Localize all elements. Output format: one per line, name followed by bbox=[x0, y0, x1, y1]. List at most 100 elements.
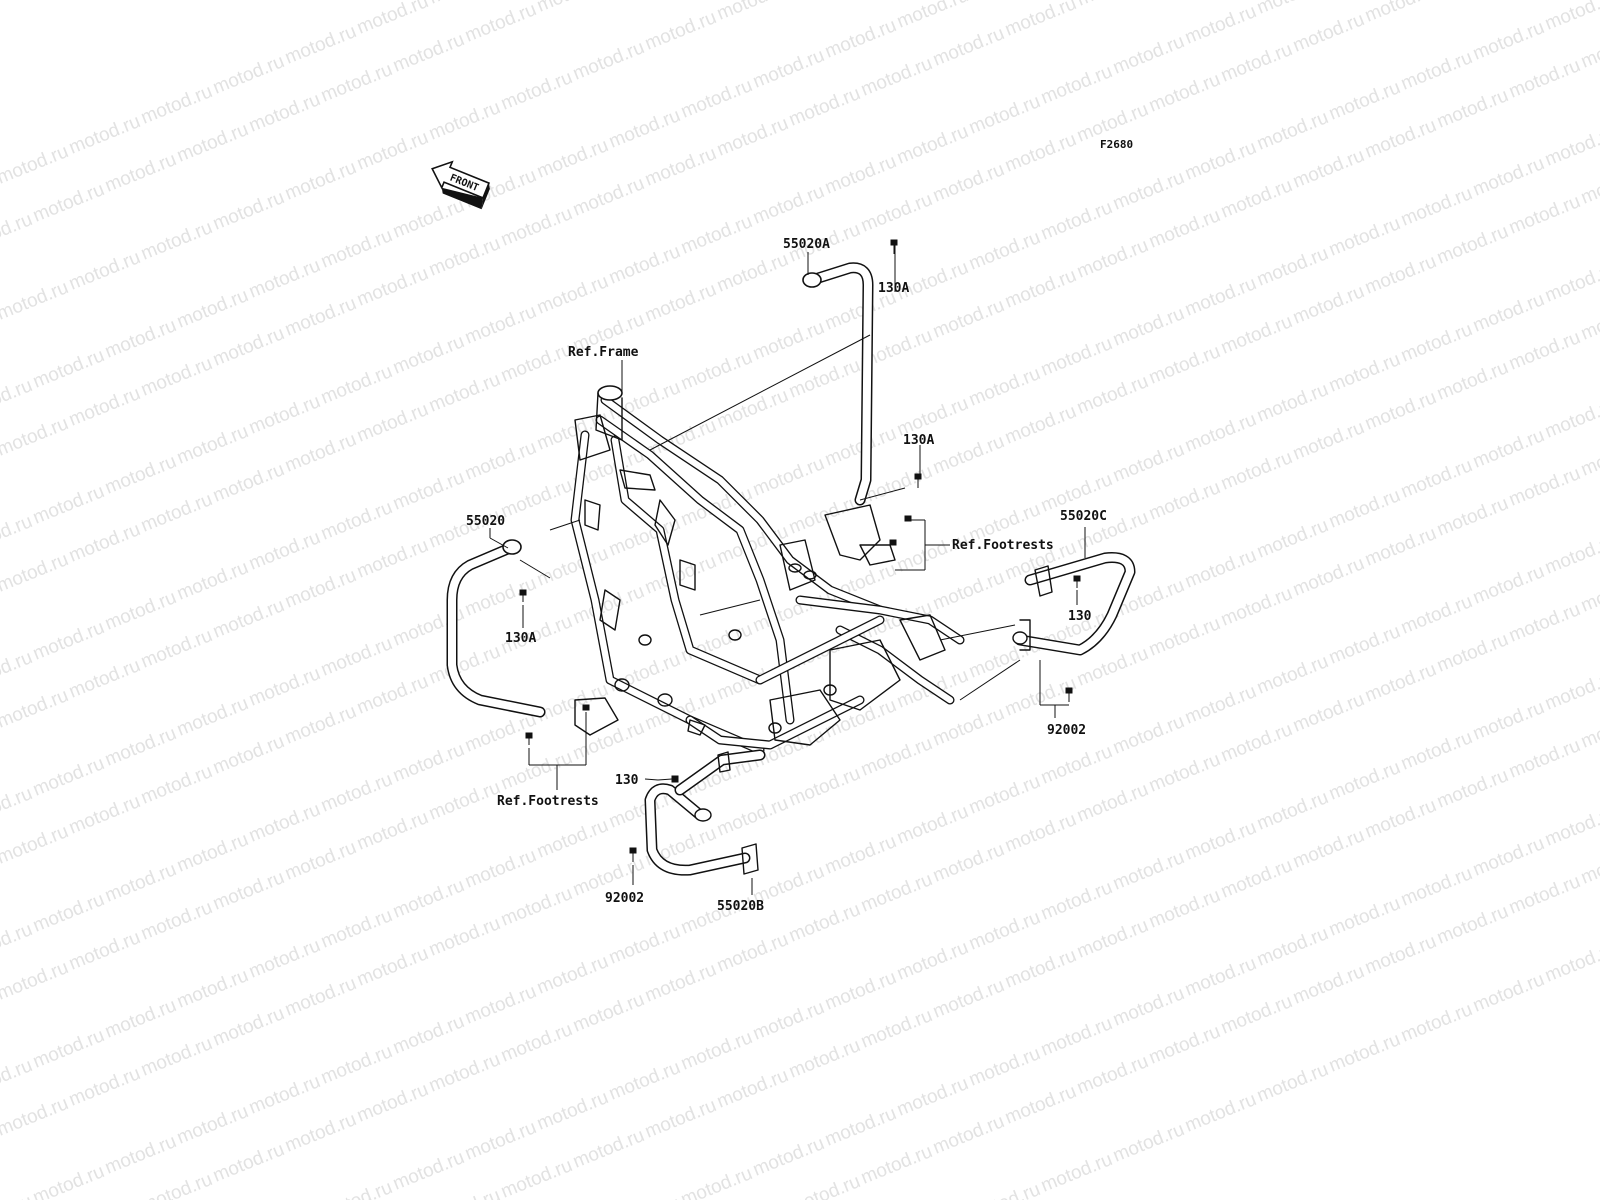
watermark-text: motod.ru bbox=[174, 421, 251, 469]
watermark-text: motod.ru bbox=[1326, 77, 1403, 125]
watermark-text: motod.ru bbox=[0, 277, 71, 325]
watermark-text: motod.ru bbox=[210, 187, 287, 235]
watermark-text: motod.ru bbox=[1182, 273, 1259, 321]
watermark-text: motod.ru bbox=[1434, 629, 1511, 677]
watermark-text: motod.ru bbox=[1578, 841, 1600, 889]
watermark-text: motod.ru bbox=[750, 1133, 827, 1181]
watermark-text: motod.ru bbox=[1398, 319, 1475, 367]
watermark-text: motod.ru bbox=[1218, 583, 1295, 631]
watermark-text: motod.ru bbox=[1578, 433, 1600, 481]
watermark-text: motod.ru bbox=[822, 15, 899, 63]
watermark-text: motod.ru bbox=[894, 121, 971, 169]
watermark-text: motod.ru bbox=[1182, 137, 1259, 185]
watermark-text: motod.ru bbox=[462, 845, 539, 893]
watermark-text: motod.ru bbox=[714, 249, 791, 297]
watermark-text: motod.ru bbox=[282, 429, 359, 477]
watermark-text: motod.ru bbox=[210, 595, 287, 643]
watermark-text: motod.ru bbox=[390, 331, 467, 379]
watermark-text: motod.ru bbox=[1362, 387, 1439, 435]
watermark-text: motod.ru bbox=[1398, 863, 1475, 911]
watermark-text: motod.ru bbox=[1542, 395, 1600, 443]
watermark-text: motod.ru bbox=[750, 181, 827, 229]
watermark-text: motod.ru bbox=[1506, 191, 1583, 239]
watermark-text: motod.ru bbox=[1146, 749, 1223, 797]
watermark-text: motod.ru bbox=[462, 573, 539, 621]
watermark-text: motod.ru bbox=[210, 731, 287, 779]
watermark-text: motod.ru bbox=[966, 771, 1043, 819]
watermark-text: motod.ru bbox=[786, 83, 863, 131]
callout-130a-left: 130A bbox=[505, 631, 536, 646]
watermark-text: motod.ru bbox=[66, 519, 143, 567]
watermark-text: motod.ru bbox=[1146, 885, 1223, 933]
watermark-text: motod.ru bbox=[246, 391, 323, 439]
watermark-text: motod.ru bbox=[282, 701, 359, 749]
watermark-text: motod.ru bbox=[714, 929, 791, 977]
watermark-text: motod.ru bbox=[246, 935, 323, 983]
watermark-text: motod.ru bbox=[426, 777, 503, 825]
watermark-text: motod.ru bbox=[174, 285, 251, 333]
watermark-text: motod.ru bbox=[30, 1161, 107, 1200]
watermark-text: motod.ru bbox=[498, 1155, 575, 1200]
watermark-text: motod.ru bbox=[30, 481, 107, 529]
watermark-text: motod.ru bbox=[102, 1131, 179, 1179]
watermark-text: motod.ru bbox=[174, 965, 251, 1013]
watermark-text: motod.ru bbox=[1290, 553, 1367, 601]
watermark-text: motod.ru bbox=[786, 763, 863, 811]
bolt-130a-top bbox=[890, 239, 898, 254]
callout-130a-mid: 130A bbox=[903, 433, 934, 448]
watermark-text: motod.ru bbox=[534, 135, 611, 183]
watermark-text: motod.ru bbox=[498, 339, 575, 387]
bolt-footrest-right bbox=[889, 515, 912, 546]
callout-130-bottom: 130 bbox=[615, 773, 639, 788]
watermark-text: motod.ru bbox=[966, 1043, 1043, 1091]
callout-ref-footrests-right: Ref.Footrests bbox=[952, 538, 1054, 553]
watermark-text: motod.ru bbox=[1578, 705, 1600, 753]
watermark-text: motod.ru bbox=[1578, 161, 1600, 209]
engine-guard-55020a bbox=[802, 262, 896, 566]
watermark-text: motod.ru bbox=[102, 995, 179, 1043]
watermark-text: motod.ru bbox=[1470, 969, 1547, 1017]
watermark-text: motod.ru bbox=[1002, 945, 1079, 993]
watermark-text: motod.ru bbox=[606, 921, 683, 969]
watermark-text: motod.ru bbox=[642, 551, 719, 599]
watermark-text: motod.ru bbox=[534, 815, 611, 863]
watermark-text: motod.ru bbox=[1110, 31, 1187, 79]
watermark-text: motod.ru bbox=[390, 467, 467, 515]
watermark-text: motod.ru bbox=[138, 81, 215, 129]
watermark-text: motod.ru bbox=[1110, 847, 1187, 895]
watermark-text: motod.ru bbox=[678, 1163, 755, 1200]
watermark-text: motod.ru bbox=[210, 1003, 287, 1051]
watermark-text: motod.ru bbox=[138, 625, 215, 673]
bolt-130-right bbox=[1073, 575, 1081, 588]
watermark-text: motod.ru bbox=[282, 837, 359, 885]
watermark-text: motod.ru bbox=[66, 791, 143, 839]
watermark-text: motod.ru bbox=[1110, 303, 1187, 351]
watermark-text: motod.ru bbox=[102, 451, 179, 499]
watermark-text: motod.ru bbox=[354, 127, 431, 175]
watermark-text: motod.ru bbox=[1542, 123, 1600, 171]
watermark-text: motod.ru bbox=[642, 279, 719, 327]
watermark-text: motod.ru bbox=[1254, 1059, 1331, 1107]
watermark-text: motod.ru bbox=[1002, 129, 1079, 177]
watermark-text: motod.ru bbox=[210, 459, 287, 507]
watermark-text: motod.ru bbox=[1038, 741, 1115, 789]
watermark-text: motod.ru bbox=[1254, 107, 1331, 155]
watermark-text: motod.ru bbox=[390, 195, 467, 243]
callout-55020b: 55020B bbox=[717, 899, 764, 914]
callout-55020c: 55020C bbox=[1060, 509, 1107, 524]
watermark-text: motod.ru bbox=[462, 437, 539, 485]
watermark-text: motod.ru bbox=[894, 0, 971, 33]
watermark-text: motod.ru bbox=[1434, 493, 1511, 541]
watermark-text: motod.ru bbox=[1398, 727, 1475, 775]
watermark-text: motod.ru bbox=[1362, 523, 1439, 571]
watermark-text: motod.ru bbox=[1326, 349, 1403, 397]
watermark-text: motod.ru bbox=[1218, 175, 1295, 223]
watermark-text: motod.ru bbox=[642, 1095, 719, 1143]
watermark-text: motod.ru bbox=[318, 59, 395, 107]
watermark-text: motod.ru bbox=[1506, 735, 1583, 783]
rear-guard-55020b bbox=[644, 749, 766, 876]
watermark-text: motod.ru bbox=[102, 723, 179, 771]
watermark-text: motod.ru bbox=[1002, 265, 1079, 313]
watermark-text: motod.ru bbox=[858, 733, 935, 781]
